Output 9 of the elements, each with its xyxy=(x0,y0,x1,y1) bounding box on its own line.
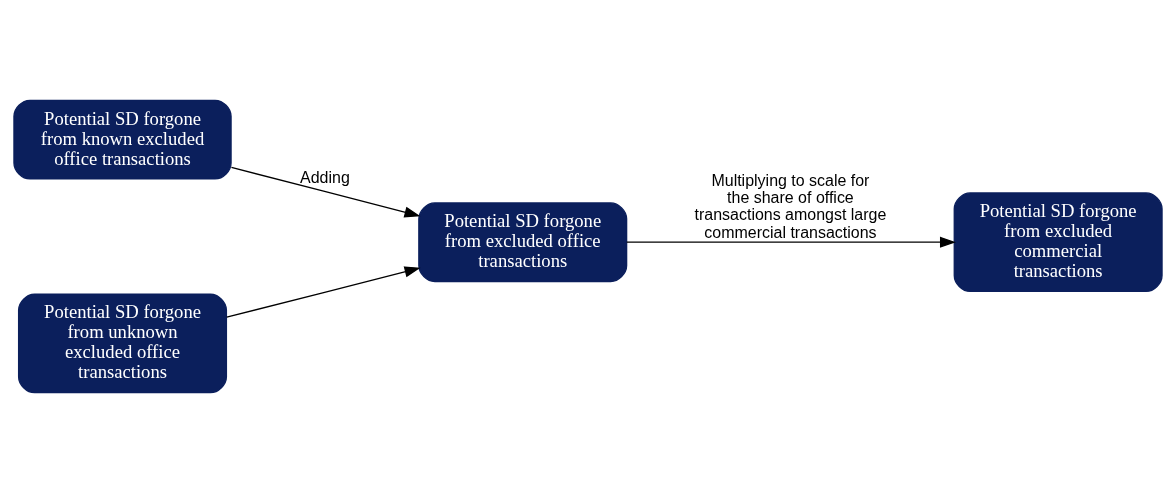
arrow xyxy=(230,166,421,218)
node-box: Potential SD forgone from excluded commercial transactions xyxy=(953,192,1163,293)
edge-label: Adding xyxy=(300,169,350,187)
arrow xyxy=(626,236,956,248)
arrow xyxy=(226,266,421,318)
node-box: Potential SD forgone from known excluded office transactions xyxy=(13,99,232,180)
edge-label: Multiplying to scale for the share of office transactions amongst large commercial transactions xyxy=(694,171,887,241)
node-box: Potential SD forgone from unknown excluded office transactions xyxy=(17,293,228,394)
node-box: Potential SD forgone from excluded office transactions xyxy=(418,202,628,283)
